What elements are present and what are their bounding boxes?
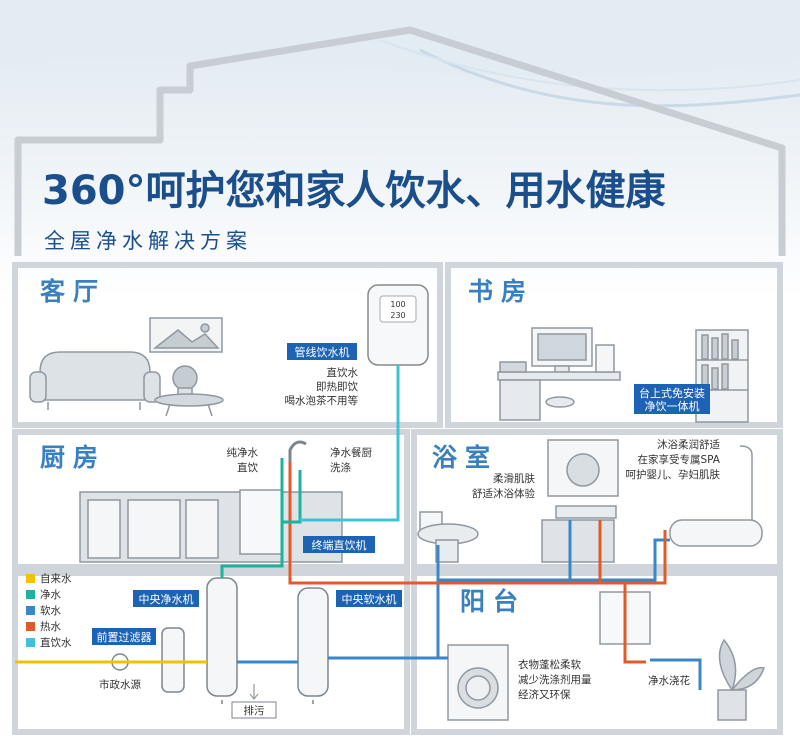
svg-text:经济又环保: 经济又环保: [518, 688, 571, 701]
pipe-soft-bath: [436, 520, 670, 658]
dispenser-display-bottom: 230: [390, 311, 405, 320]
legend-label: 自来水: [40, 572, 72, 585]
svg-text:终端直饮机: 终端直饮机: [312, 538, 367, 552]
pipes: [15, 365, 702, 690]
tag-countertop: 台上式免安装 净饮一体机: [634, 384, 710, 414]
bath-notes: 柔滑肌肤 舒适沐浴体验 沐浴柔润舒适 在家享受专属SPA 呵护婴儿、孕妇肌肤: [472, 438, 721, 500]
desk-illustration: [497, 327, 749, 423]
legend-swatch: [26, 622, 35, 631]
room-title-balcony: 阳台: [460, 587, 526, 616]
svg-text:前置过滤器: 前置过滤器: [97, 630, 152, 644]
room-title-kitchen: 厨房: [40, 443, 106, 472]
living-notes: 直饮水 即热即饮 喝水泡茶不用等: [285, 366, 359, 407]
legend-label: 热水: [40, 620, 61, 633]
svg-text:喝水泡茶不用等: 喝水泡茶不用等: [285, 394, 359, 407]
tag-central-softener: 中央软水机: [336, 590, 402, 607]
svg-text:沐浴柔润舒适: 沐浴柔润舒适: [657, 438, 720, 451]
background-swoosh: [0, 0, 800, 108]
legend-label: 净水: [40, 588, 61, 601]
pipe-soft-main: [237, 656, 448, 664]
svg-text:舒适沐浴体验: 舒适沐浴体验: [472, 487, 535, 500]
svg-text:直饮: 直饮: [237, 461, 258, 474]
tag-pipeline-dispenser: 管线饮水机: [287, 343, 357, 360]
page-subtitle: 全屋净水解决方案: [44, 229, 252, 253]
pipeline-dispenser-device: 100 230: [367, 284, 429, 366]
pipe-drink: [300, 365, 400, 522]
svg-text:中央净水机: 中央净水机: [139, 592, 194, 606]
sofa-illustration: [29, 317, 224, 417]
svg-text:减少洗涤剂用量: 减少洗涤剂用量: [518, 673, 592, 686]
svg-text:管线饮水机: 管线饮水机: [295, 345, 350, 359]
svg-text:纯净水: 纯净水: [227, 446, 259, 459]
municipal-note: 市政水源: [99, 678, 141, 691]
legend-label: 直饮水: [40, 636, 72, 649]
room-title-living: 客厅: [40, 277, 106, 306]
drain-arrow: [249, 684, 259, 700]
laundry-notes: 衣物蓬松柔软 减少洗涤剂用量 经济又环保: [518, 658, 592, 701]
svg-text:即热即饮: 即热即饮: [316, 380, 358, 393]
svg-text:中央软水机: 中央软水机: [342, 592, 397, 606]
kitchen-cabinets: [79, 440, 343, 563]
room-title-study: 书房: [468, 277, 534, 306]
legend-label: 软水: [40, 604, 61, 617]
svg-text:呵护婴儿、孕妇肌肤: 呵护婴儿、孕妇肌肤: [626, 468, 721, 481]
legend-swatch: [26, 606, 35, 615]
bathroom-fixtures: [417, 439, 763, 563]
tag-terminal: 终端直饮机: [303, 536, 375, 553]
plants-note: 净水浇花: [648, 674, 690, 687]
svg-text:柔滑肌肤: 柔滑肌肤: [493, 472, 535, 485]
svg-text:净饮一体机: 净饮一体机: [645, 399, 700, 413]
pipe-garden: [650, 658, 702, 690]
svg-text:净水餐厨: 净水餐厨: [330, 446, 372, 459]
svg-text:洗涤: 洗涤: [330, 461, 351, 474]
legend-swatch: [26, 574, 35, 583]
svg-text:直饮水: 直饮水: [327, 366, 359, 379]
svg-text:排污: 排污: [244, 704, 265, 717]
dispenser-display-top: 100: [390, 300, 405, 309]
kitchen-notes: 纯净水 直饮 净水餐厨 洗涤: [227, 446, 373, 474]
svg-text:台上式免安装: 台上式免安装: [639, 386, 705, 400]
drain-box: 排污: [231, 701, 277, 719]
pipe-pure: [220, 458, 302, 578]
room-title-bath: 浴室: [432, 443, 498, 472]
svg-text:在家享受专属SPA: 在家享受专属SPA: [637, 453, 720, 466]
legend-swatch: [26, 590, 35, 599]
tag-central-purifier: 中央净水机: [133, 590, 199, 607]
page-title: 360°呵护您和家人饮水、用水健康: [42, 168, 666, 214]
legend-swatch: [26, 638, 35, 647]
tag-pre-filter: 前置过滤器: [92, 628, 156, 645]
room-frames: [12, 262, 783, 735]
roof-outline: [14, 26, 786, 256]
svg-text:衣物蓬松柔软: 衣物蓬松柔软: [518, 658, 581, 671]
